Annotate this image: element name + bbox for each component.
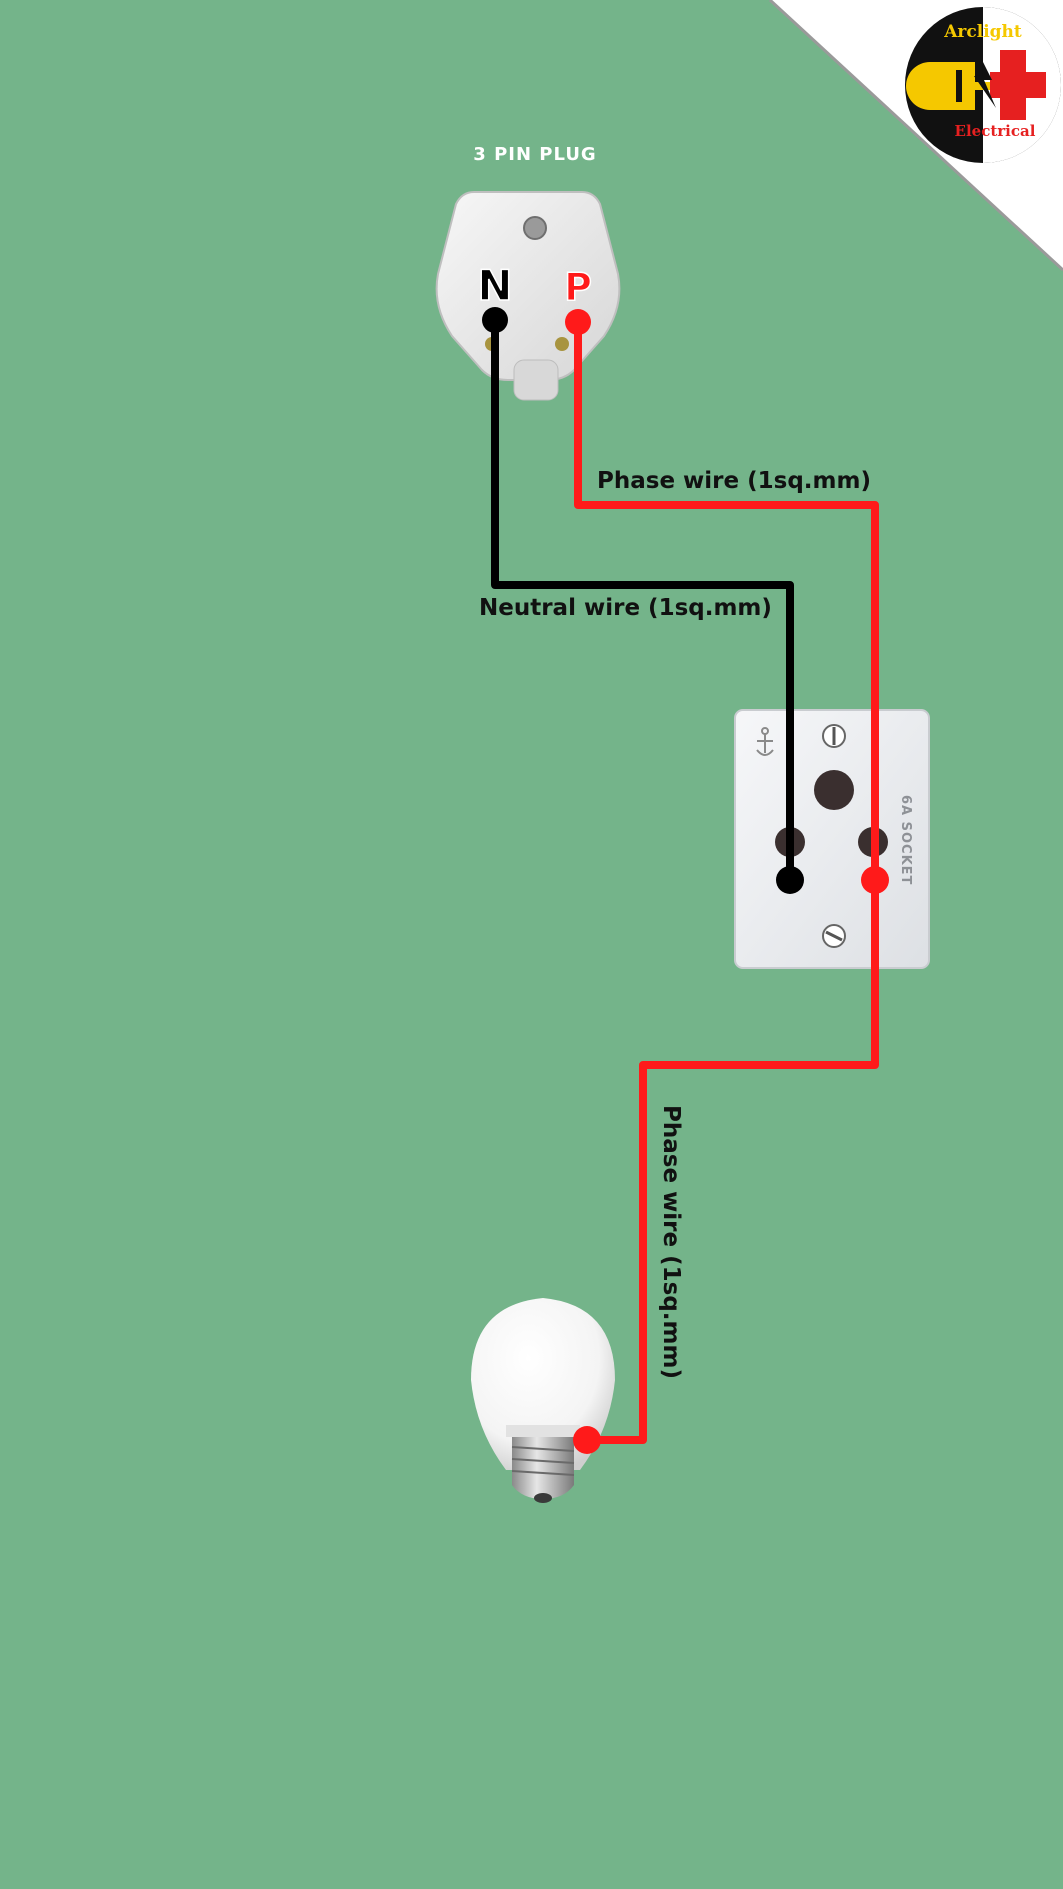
plug-neutral-label: N — [477, 261, 512, 310]
socket-plate — [734, 709, 930, 969]
plug-icon: N P — [435, 191, 621, 401]
logo-bottom-text: Electrical — [955, 122, 1036, 140]
neutral-wire — [491, 320, 794, 880]
logo-corner-edge — [768, 0, 1063, 272]
logo-plug-slot — [956, 70, 962, 102]
phase-terminal-plug — [565, 309, 591, 335]
plug-phase-label: P — [564, 265, 592, 309]
logo-top-text: Arclight — [943, 22, 1022, 42]
phase-wire — [574, 322, 879, 1444]
neutral-terminal-socket — [776, 866, 804, 894]
socket-rating-text: 6A SOCKET — [898, 795, 913, 885]
plug-earth-pin — [523, 216, 547, 240]
neutral-terminal-plug — [482, 307, 508, 333]
socket-icon: 6A SOCKET — [734, 709, 930, 969]
bulb-icon — [471, 1298, 615, 1503]
logo-socket-shape — [990, 50, 1046, 120]
phase-terminal-bulb — [573, 1426, 601, 1454]
bulb-thread-2 — [511, 1458, 575, 1464]
arclight-logo-icon: Arclight Electrical — [905, 7, 1061, 163]
bulb-neck — [506, 1425, 580, 1437]
logo-bolt — [974, 60, 996, 108]
phase-wire-bottom-label: Phase wire (1sq.mm) — [658, 1105, 684, 1379]
plug-screw-right — [555, 337, 569, 351]
bulb-thread-1 — [511, 1446, 575, 1452]
bulb-contact — [534, 1493, 552, 1503]
socket-screw-bottom-slot — [825, 930, 843, 942]
bulb-cap — [512, 1437, 574, 1499]
phase-terminal-socket — [861, 866, 889, 894]
bulb-thread-3 — [511, 1470, 575, 1476]
logo-plug-shape — [906, 62, 991, 110]
plug-cord-grip — [513, 359, 559, 401]
phase-wire-top-label: Phase wire (1sq.mm) — [597, 468, 871, 494]
logo-corner: Arclight Electrical — [768, 0, 1063, 272]
plug-title: 3 PIN PLUG — [473, 144, 596, 165]
socket-earth-hole — [814, 770, 854, 810]
neutral-wire-label: Neutral wire (1sq.mm) — [479, 595, 772, 621]
anchor-brand-icon — [756, 727, 774, 756]
